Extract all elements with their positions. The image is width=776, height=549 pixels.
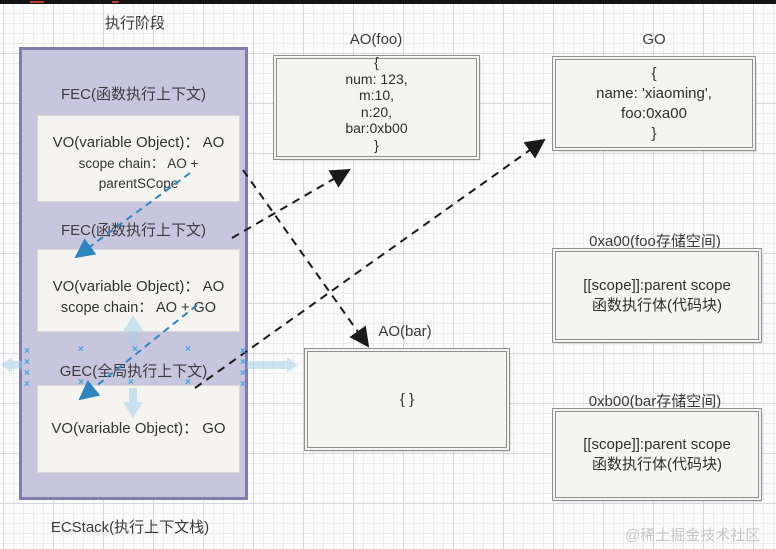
mem-foo-content: [[scope]]:parent scope 函数执行体(代码块)	[583, 276, 731, 314]
mem-foo-title[interactable]: 0xa00(foo存储空间)	[589, 233, 721, 250]
selection-handle[interactable]	[24, 359, 30, 367]
selection-handle[interactable]	[240, 348, 246, 356]
mem-bar-node[interactable]: [[scope]]:parent scope 函数执行体(代码块)	[552, 408, 762, 501]
ao-bar-title[interactable]: AO(bar)	[378, 323, 432, 340]
selection-handle[interactable]	[132, 346, 138, 354]
ao-foo-node[interactable]: { num: 123, m:10, n:20, bar:0xb00 }	[273, 54, 480, 160]
fec1-scope-text: scope chain： AO + parentSCope	[78, 156, 199, 191]
ecstack-caption[interactable]: ECStack(执行上下文栈)	[50, 519, 210, 536]
ao-foo-content: { num: 123, m:10, n:20, bar:0xb00 }	[345, 54, 408, 153]
mem-foo-node[interactable]: [[scope]]:parent scope 函数执行体(代码块)	[552, 248, 762, 343]
ao-bar-content: { }	[399, 391, 415, 408]
fec2-vo-text: VO(variable Object)： AO	[52, 278, 225, 295]
ao-bar-node[interactable]: { }	[304, 348, 510, 451]
quick-connect-right-stem	[247, 361, 287, 369]
go-node[interactable]: { name: 'xiaoming', foo:0xa00 }	[552, 56, 756, 151]
selection-handle[interactable]	[78, 379, 84, 387]
quick-connect-left-arrow[interactable]	[1, 357, 12, 373]
selection-handle[interactable]	[24, 381, 30, 389]
fec2-vo-box[interactable]: VO(variable Object)： AO scope chain： AO …	[37, 249, 240, 332]
phase-title[interactable]: 执行阶段	[104, 15, 165, 32]
mem-bar-content: [[scope]]:parent scope 函数执行体(代码块)	[583, 435, 731, 473]
gec-vo-text: VO(variable Object)： GO	[51, 420, 226, 437]
selection-handle[interactable]	[24, 370, 30, 378]
ecstack-panel[interactable]: FEC(函数执行上下文) VO(variable Object)： AO sco…	[19, 47, 248, 500]
fec1-vo-text: VO(variable Object)： AO	[52, 134, 225, 151]
fec1-vo-box[interactable]: VO(variable Object)： AO scope chain： AO …	[37, 115, 240, 202]
gec-vo-box[interactable]: VO(variable Object)： GO	[37, 385, 240, 473]
go-content: { name: 'xiaoming', foo:0xa00 }	[596, 65, 712, 142]
selection-handle[interactable]	[78, 346, 84, 354]
go-title[interactable]: GO	[642, 31, 666, 48]
mem-bar-title[interactable]: 0xb00(bar存储空间)	[588, 393, 722, 410]
selection-handle[interactable]	[240, 381, 246, 389]
arrow-fec2-to-ao-foo[interactable]	[231, 168, 351, 239]
fec2-label[interactable]: FEC(函数执行上下文)	[61, 222, 206, 239]
selection-handle[interactable]	[128, 379, 134, 387]
fec1-label[interactable]: FEC(函数执行上下文)	[61, 86, 206, 103]
quick-connect-right-arrow[interactable]	[287, 357, 298, 373]
top-red-mark	[30, 1, 44, 3]
selection-handle[interactable]	[240, 370, 246, 378]
selection-handle[interactable]	[24, 348, 30, 356]
selection-handle[interactable]	[240, 359, 246, 367]
arrow-fec1-to-ao-bar[interactable]	[242, 169, 370, 348]
watermark: @稀土掘金技术社区	[625, 527, 761, 544]
fec2-scope-text: scope chain： AO + GO	[60, 300, 217, 316]
ao-foo-title[interactable]: AO(foo)	[349, 31, 403, 48]
top-red-mark	[112, 1, 119, 3]
selection-handle[interactable]	[185, 346, 191, 354]
top-edge-band	[0, 0, 776, 4]
selection-handle[interactable]	[185, 379, 191, 387]
